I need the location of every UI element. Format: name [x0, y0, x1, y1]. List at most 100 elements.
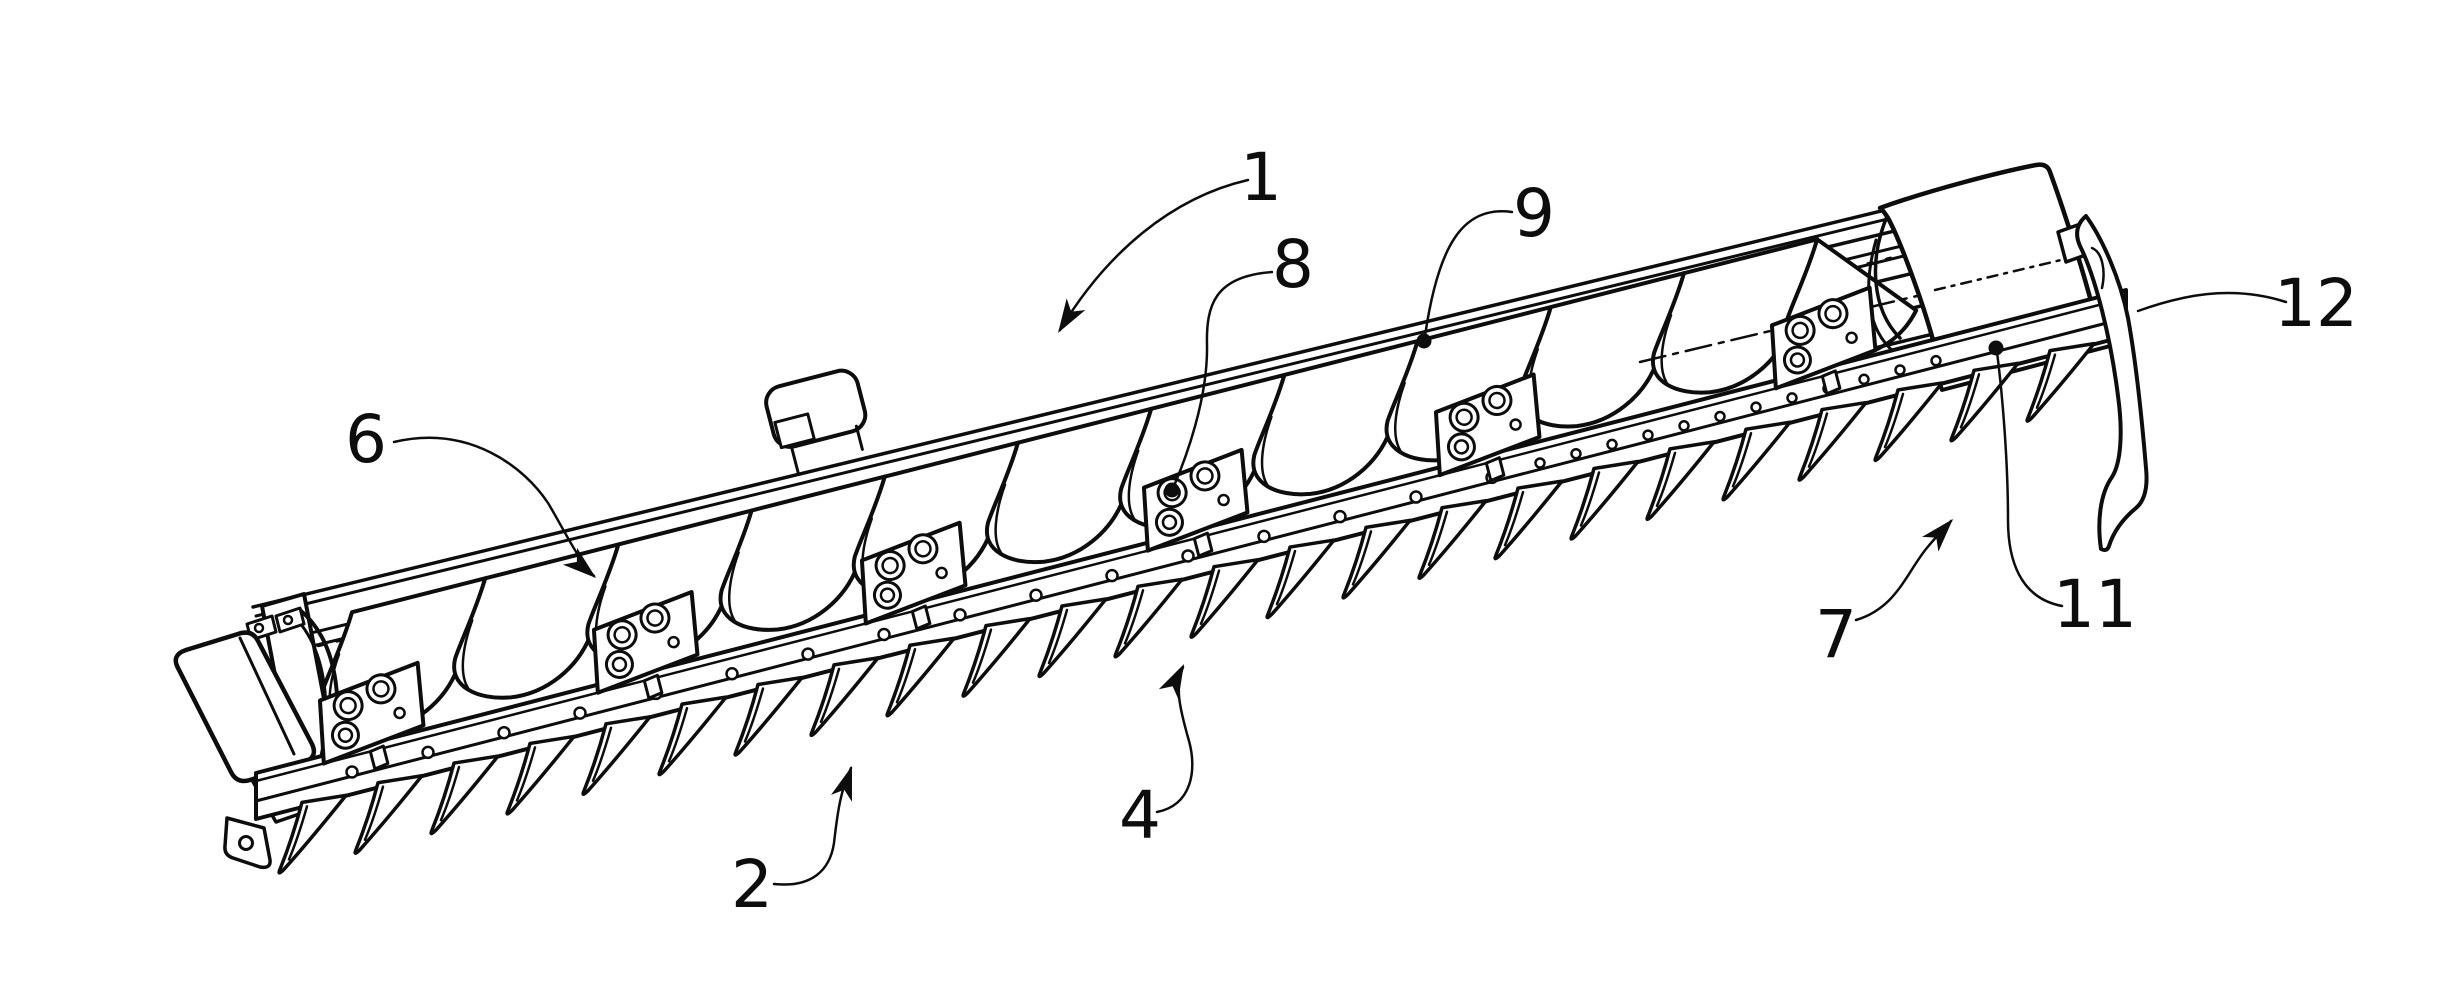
cutter-bar [254, 285, 2128, 875]
clamp-bolt-head [1791, 321, 1809, 340]
flight-inner-edge [1660, 313, 1673, 385]
knife-guard-inner-line [971, 628, 993, 684]
bar-rivet [1534, 457, 1546, 469]
knife-guard [657, 695, 728, 777]
bracket-hole [1509, 418, 1522, 431]
bar-rivet [1642, 429, 1654, 441]
ref-label-2: 2 [731, 766, 853, 923]
knife-guard-inner-line [1047, 608, 1069, 665]
reference-numeral-4: 4 [1119, 777, 1161, 854]
bracket-stud [642, 673, 664, 700]
knife-guard [1493, 479, 1564, 561]
knife-guard-inner-line [1199, 569, 1221, 625]
bar-rivet [1858, 373, 1870, 386]
knife-guard [733, 675, 804, 757]
knife-guard [353, 773, 424, 855]
knife-guard-inner-line [439, 765, 461, 822]
leader-arrowhead [1158, 664, 1184, 700]
clamp-bolt-head [613, 626, 631, 644]
leader-line-11 [1995, 350, 2064, 608]
knife-guard [1341, 518, 1412, 600]
bar-hole [345, 765, 359, 779]
flight-inner-edge [1260, 415, 1273, 487]
tube-end-flange-arc [1873, 212, 1902, 340]
flight-inner-edge [994, 483, 1007, 554]
knife-guard [505, 734, 576, 816]
knife-guard [885, 636, 956, 718]
knife-guard-inner-line [1579, 471, 1601, 527]
knife-guard-inner-line [1503, 490, 1525, 547]
clamp-bolt-head [1453, 439, 1470, 455]
bar-rivet [1678, 420, 1690, 432]
bracket-hole [393, 706, 406, 720]
knife-guard-inner-line [1123, 589, 1145, 645]
knife-guard-inner-line [287, 805, 309, 861]
bracket-hole [667, 635, 680, 649]
clamp-brackets [317, 285, 1878, 771]
clamp-bolt-head [1455, 408, 1473, 426]
bar-hole [877, 627, 891, 642]
knife-guard [277, 793, 348, 875]
knife-guard [2025, 341, 2096, 423]
knife-guard-inner-line [1883, 392, 1905, 449]
clamp-bolt-head [611, 656, 628, 673]
mount-base-lines [790, 424, 864, 474]
ref-label-8: 8 [1164, 226, 1314, 498]
clamp-bolt-head [881, 556, 899, 575]
knife-guard [581, 715, 652, 797]
knife-guard-inner-line [819, 667, 841, 724]
knife-guard [1645, 440, 1716, 522]
tab-bolt-right [282, 614, 294, 626]
crop-divider [2056, 214, 2149, 552]
clamp-bolt-head [372, 680, 390, 698]
knife-guard [1873, 381, 1944, 463]
knife-guard [961, 616, 1032, 698]
knife-guard-inner-line [667, 706, 689, 763]
ref-label-1: 1 [1058, 139, 1282, 333]
bar-rivet [1570, 447, 1582, 460]
knife-guard-inner-line [1731, 431, 1753, 488]
flight-inner-edge [1394, 381, 1406, 453]
reference-numeral-8: 8 [1272, 226, 1314, 303]
knife-guard-inner-line [1427, 510, 1449, 567]
clamp-bracket [1769, 285, 1878, 396]
clamp-bolt-head [914, 540, 932, 558]
knife-guard [1721, 420, 1792, 502]
bracket-stud [1820, 369, 1842, 396]
leader-arrowhead [1058, 298, 1086, 333]
leader-line-1 [1058, 178, 1250, 332]
knife-guard-inner-line [591, 726, 613, 783]
bar-hole [1105, 568, 1119, 583]
ref-label-12: 12 [2136, 265, 2358, 342]
knife-guard-inner-line [1351, 530, 1373, 586]
bar-rivet [1606, 438, 1618, 451]
knife-guard [1037, 597, 1108, 679]
bar-hole [1181, 549, 1195, 563]
knife-guard-inner-line [895, 647, 917, 704]
clamp-bolt-head [646, 609, 664, 627]
rear-wall-top-rail [251, 203, 1908, 609]
knife-guard [1417, 499, 1488, 581]
bracket-hole [1217, 493, 1230, 507]
clamp-bolt-head [1824, 304, 1842, 323]
bracket-stud [368, 744, 390, 771]
ref-label-6: 6 [345, 401, 596, 578]
clamp-bracket [317, 660, 426, 771]
bar-hole [421, 745, 435, 760]
ref-label-9: 9 [1416, 175, 1555, 349]
leader-arrowhead [831, 766, 852, 802]
bar-rivet [1930, 354, 1942, 367]
bar-hole [801, 647, 815, 661]
knife-guard-inner-line [1655, 451, 1677, 508]
divider-blade [2075, 214, 2149, 552]
clamp-bolt-head [1488, 391, 1506, 410]
bar-hole [1029, 588, 1043, 602]
bar-rivet [1750, 401, 1762, 413]
ref-label-4: 4 [1119, 664, 1194, 854]
mounting-lug-hole [238, 835, 254, 851]
knife-guard-inner-line [1275, 549, 1297, 606]
end-cover-crease [1933, 254, 2080, 292]
